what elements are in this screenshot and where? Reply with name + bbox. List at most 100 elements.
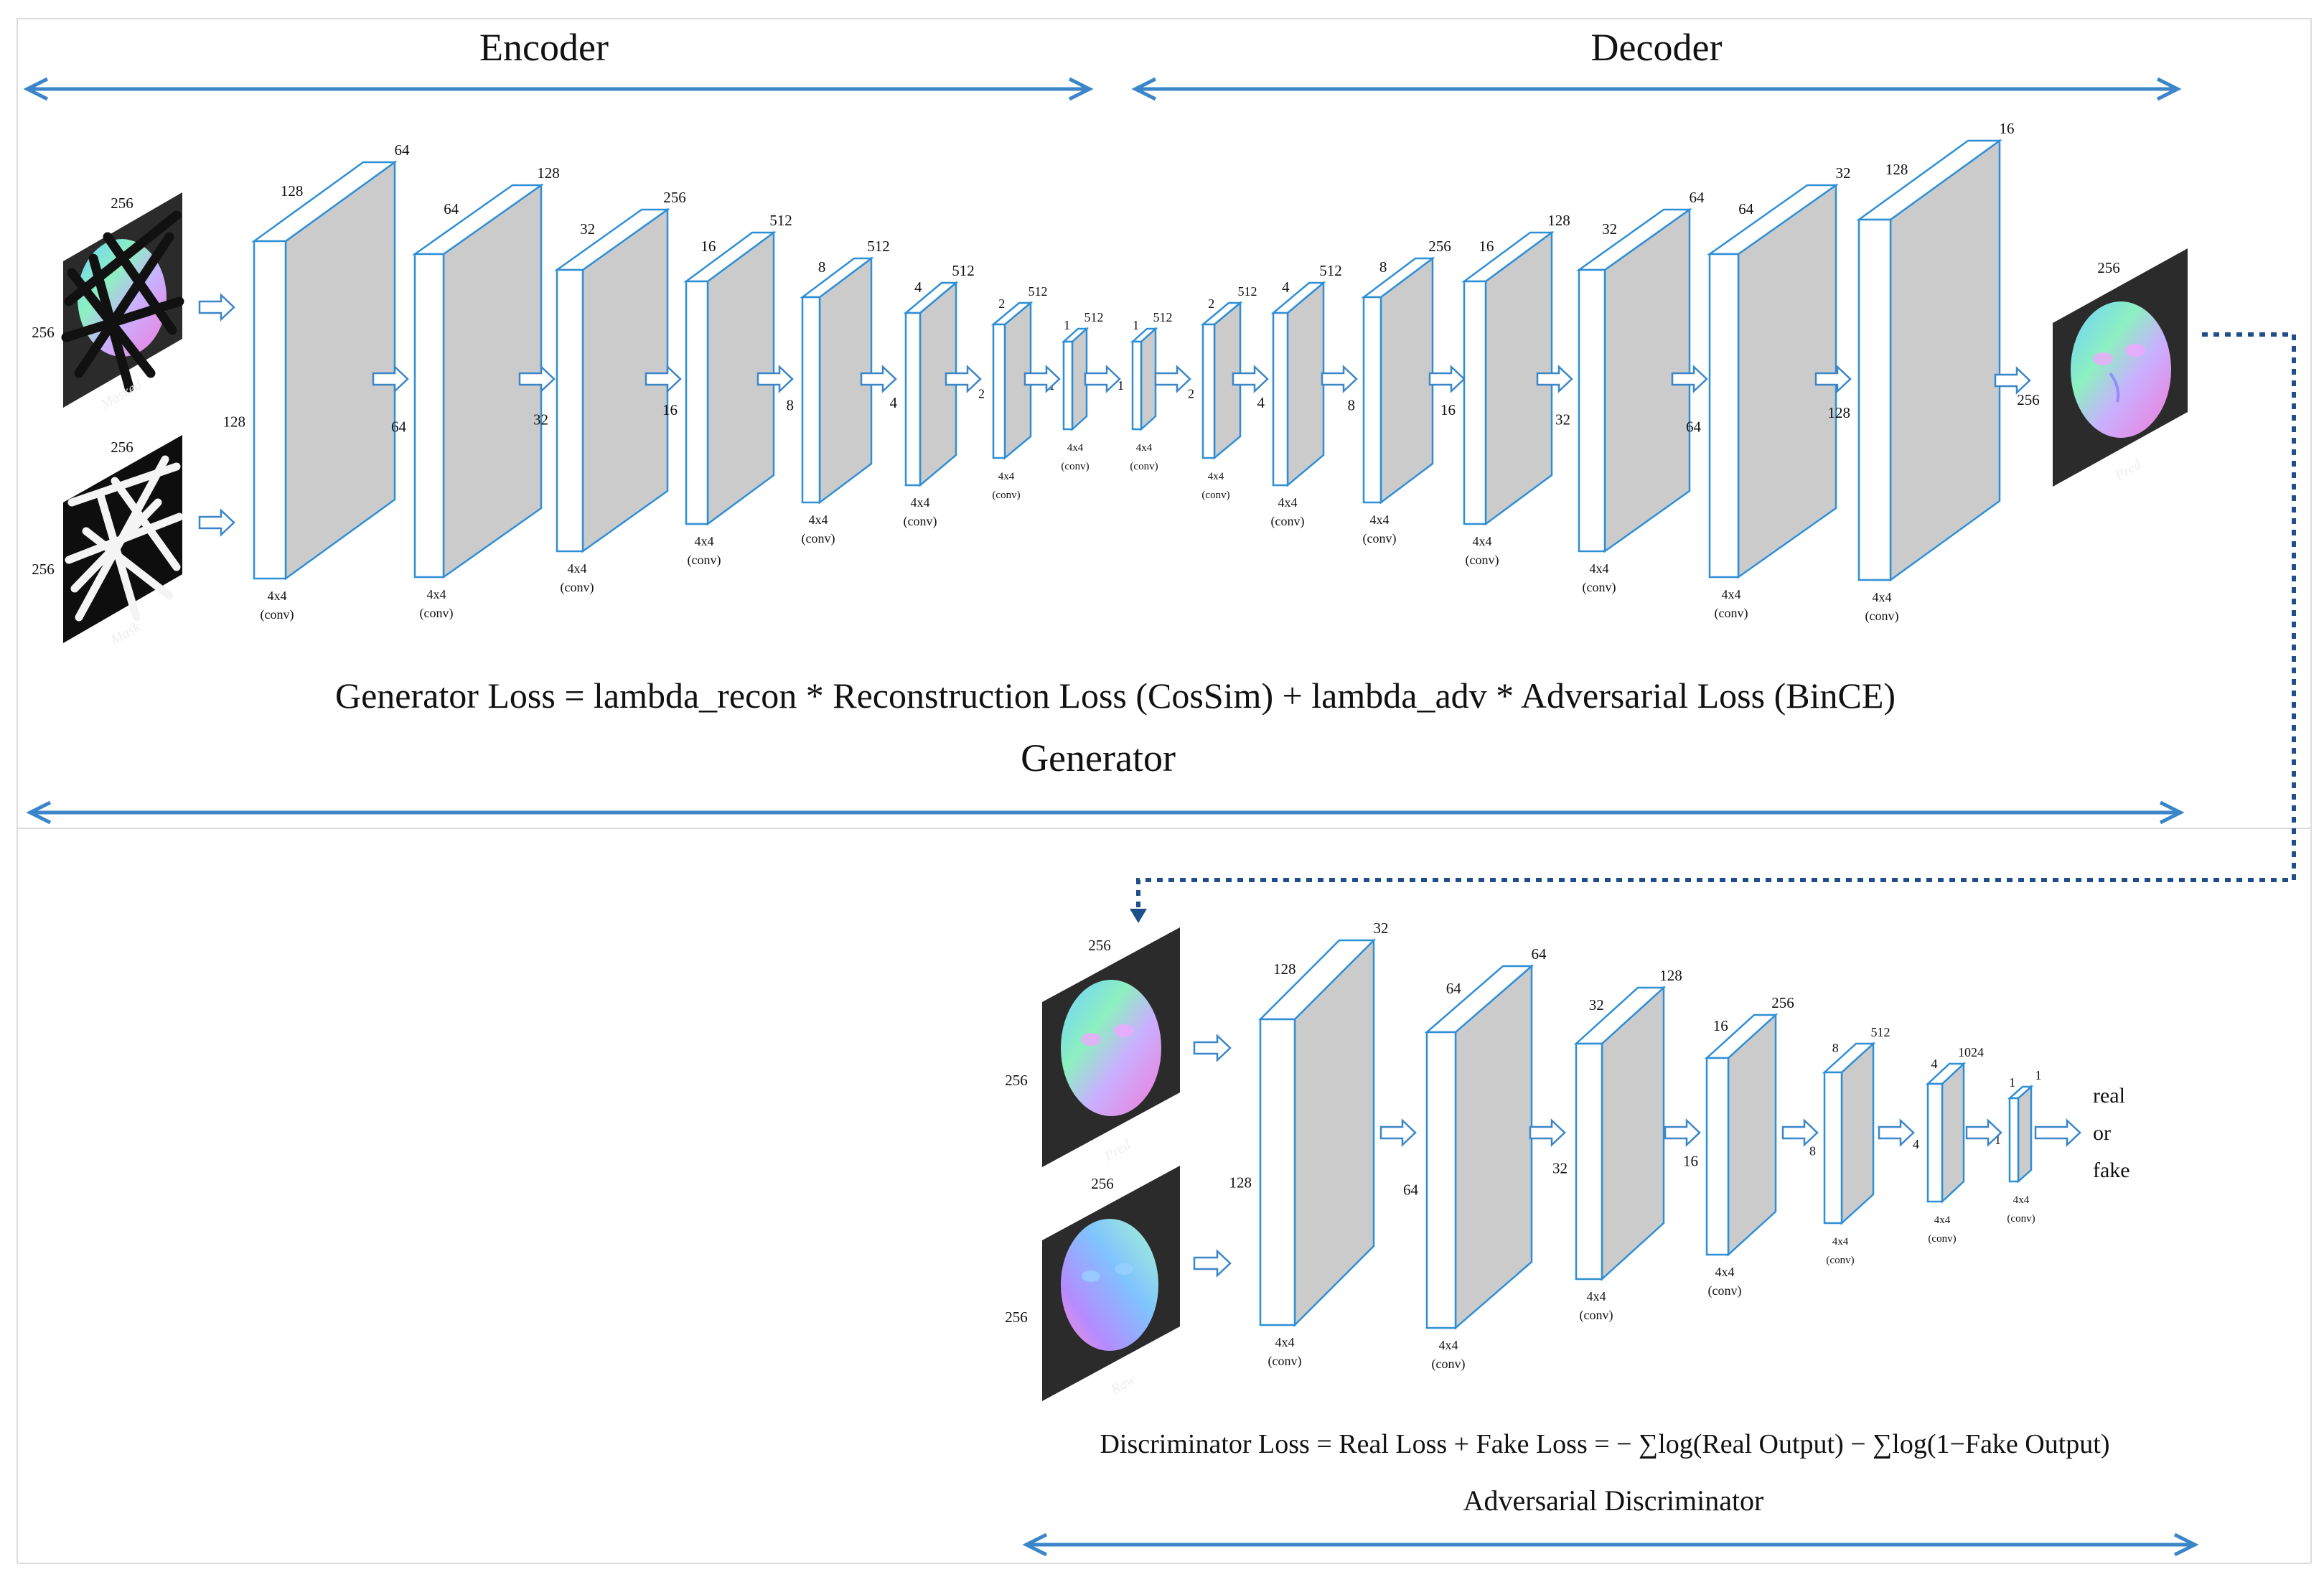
disc-connector-arrow-4 — [1781, 1118, 1819, 1147]
gen-block-1-depth-label: 128 — [281, 182, 304, 200]
gen-block-16-channels-label: 16 — [2000, 120, 2015, 137]
pred-to-discriminator-connector — [1130, 332, 2296, 923]
decoder-span-arrow — [1131, 77, 2182, 101]
gen-block-7-depth-label: 2 — [998, 296, 1005, 311]
disc-connector-arrow-5 — [1878, 1118, 1915, 1147]
disc-block-7-height-label: 1 — [1995, 1133, 2001, 1147]
gen-block-2-kernel-label: 4x4 — [427, 587, 446, 602]
disc-block-5-depth-label: 8 — [1832, 1041, 1839, 1055]
gen-block-1-channels-label: 64 — [395, 141, 411, 159]
gen-block-7-height-label: 2 — [978, 386, 985, 401]
input-arrow-mask — [198, 508, 235, 537]
disc-block-3-height-label: 32 — [1552, 1159, 1568, 1176]
gen-block-15-op-label: (conv) — [1715, 606, 1748, 621]
gen-block-8-channels-label: 512 — [1084, 310, 1104, 324]
gen-block-14-op-label: (conv) — [1583, 580, 1616, 595]
gen-connector-arrow-5 — [860, 365, 897, 393]
gen-block-6-kernel-label: 4x4 — [911, 495, 930, 510]
gen-block-14-height-label: 32 — [1555, 411, 1570, 429]
disc-block-6-depth-label: 4 — [1931, 1057, 1938, 1071]
disc-block-7-kernel-label: 4x4 — [2013, 1194, 2030, 1206]
encoder-span-arrow — [23, 77, 1094, 101]
gen-block-4-op-label: (conv) — [688, 553, 721, 568]
gen-block-15-depth-label: 64 — [1738, 200, 1754, 217]
gen-block-2-channels-label: 128 — [537, 164, 560, 182]
disc-block-7-op-label: (conv) — [2007, 1213, 2035, 1225]
disc-block-5-kernel-label: 4x4 — [1832, 1236, 1849, 1248]
pred-output-image: Pred — [2053, 248, 2188, 487]
disc-connector-arrow-2 — [1529, 1118, 1566, 1147]
generator-layers: 128128644x4(conv)64641284x4(conv)3232256… — [223, 120, 2015, 624]
disc-block-1-op-label: (conv) — [1268, 1354, 1302, 1369]
gen-block-10-op-label: (conv) — [1201, 490, 1229, 501]
disc-block-5-op-label: (conv) — [1826, 1255, 1854, 1266]
gen-block-12-op-label: (conv) — [1363, 531, 1397, 546]
masked-height-label: 256 — [32, 324, 55, 341]
disc-block-2-op-label: (conv) — [1432, 1357, 1466, 1372]
gen-block-6-height-label: 4 — [890, 394, 898, 411]
gen-connector-arrow-8 — [1084, 365, 1121, 393]
disc-connector-arrow-1 — [1379, 1118, 1417, 1147]
gen-block-13-height-label: 16 — [1440, 401, 1456, 418]
disc-block-2-kernel-label: 4x4 — [1439, 1338, 1458, 1352]
disc-block-1-height-label: 128 — [1229, 1174, 1252, 1191]
gen-block-16-depth-label: 128 — [1885, 161, 1908, 178]
gen-block-4-kernel-label: 4x4 — [695, 534, 714, 548]
disc-pred-width-label: 256 — [1088, 937, 1111, 954]
discriminator-span-arrow — [1022, 1532, 2199, 1557]
disc-block-3-channels-label: 128 — [1659, 967, 1682, 984]
gen-block-6-op-label: (conv) — [904, 514, 937, 529]
disc-input-arrow-pred — [1193, 1034, 1232, 1062]
gen-block-12-depth-label: 8 — [1379, 258, 1387, 276]
pred-width-label: 256 — [2097, 259, 2120, 276]
disc-block-2-depth-label: 64 — [1446, 980, 1462, 997]
output-arrow-pred — [1994, 366, 2031, 395]
gen-block-14-kernel-label: 4x4 — [1590, 561, 1609, 576]
mask-width-label: 256 — [111, 439, 133, 456]
gen-block-5-channels-label: 512 — [867, 238, 890, 255]
gen-connector-arrow-4 — [756, 365, 794, 393]
gen-block-4-height-label: 16 — [662, 401, 678, 418]
output-real-label: real — [2093, 1084, 2125, 1108]
discriminator-loss-formula: Discriminator Loss = Real Loss + Fake Lo… — [1100, 1429, 2109, 1459]
gen-block-1-op-label: (conv) — [261, 607, 294, 622]
gen-block-5-depth-label: 8 — [818, 258, 826, 276]
gen-block-3-channels-label: 256 — [663, 189, 686, 206]
gen-block-9-channels-label: 512 — [1153, 310, 1173, 324]
discriminator-layers: 128128324x4(conv)6464644x4(conv)32321284… — [1229, 919, 2042, 1372]
gen-block-10-depth-label: 2 — [1208, 296, 1214, 311]
decoder-title: Decoder — [1591, 26, 1723, 69]
gen-connector-arrow-12 — [1428, 365, 1466, 393]
gen-block-3-depth-label: 32 — [580, 220, 595, 238]
gen-block-11-height-label: 4 — [1257, 394, 1265, 411]
mask-caption: Mask — [108, 619, 144, 649]
gen-block-4-depth-label: 16 — [701, 238, 716, 255]
gen-block-7-op-label: (conv) — [992, 490, 1020, 501]
disc-connector-arrow-6 — [1965, 1118, 2002, 1147]
gen-connector-arrow-2 — [518, 365, 556, 393]
generator-span-arrow — [26, 800, 2185, 825]
gen-connector-arrow-11 — [1321, 365, 1358, 393]
gen-block-9-kernel-label: 4x4 — [1136, 442, 1153, 454]
gen-block-5-kernel-label: 4x4 — [809, 512, 828, 527]
gen-block-9-height-label: 1 — [1118, 378, 1124, 393]
gen-block-4-channels-label: 512 — [769, 212, 792, 229]
gen-block-8-kernel-label: 4x4 — [1067, 442, 1084, 454]
disc-block-6-channels-label: 1024 — [1958, 1045, 1984, 1059]
disc-raw-height-label: 256 — [1005, 1309, 1028, 1326]
gen-block-11-depth-label: 4 — [1282, 279, 1290, 296]
gen-block-10-height-label: 2 — [1188, 386, 1194, 401]
disc-connector-arrow-3 — [1664, 1118, 1701, 1147]
gen-block-13-depth-label: 16 — [1479, 238, 1494, 255]
gen-block-7-kernel-label: 4x4 — [998, 471, 1015, 482]
disc-block-2-height-label: 64 — [1403, 1181, 1419, 1199]
